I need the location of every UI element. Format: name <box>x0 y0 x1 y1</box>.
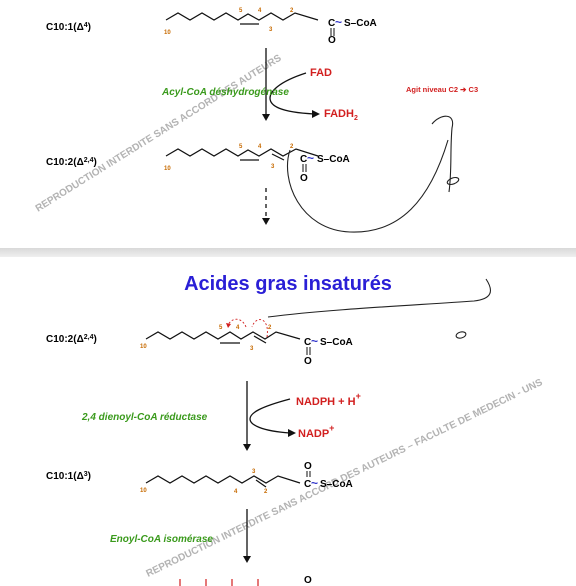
bottom2-c4-number: 4 <box>234 489 238 495</box>
bottom-c3-number: 3 <box>250 346 254 352</box>
top-carbonyl-c: C <box>328 18 335 29</box>
bottom-c5-number: 5 <box>219 325 223 331</box>
bottom-thioester1: S–CoA <box>320 337 353 348</box>
bottom-carbonyl-c: C <box>304 337 311 348</box>
top2-c10-number: 10 <box>164 166 171 172</box>
bottom-c2-number: 2 <box>268 325 272 331</box>
top2-c4-number: 4 <box>258 144 262 150</box>
top-c10-number: 10 <box>164 30 171 36</box>
slide-separator <box>0 248 576 257</box>
handwritten-hook <box>431 115 454 193</box>
bottom-oxygen3: O <box>304 575 312 586</box>
bottom-oxygen2: O <box>304 461 312 472</box>
bottom-c10-number: 10 <box>140 344 147 350</box>
nadph-label: NADPH + H+ <box>296 391 361 408</box>
bottom-compound1-label: C10:2(Δ2,4) <box>46 334 97 345</box>
bottom2-c10-number: 10 <box>140 488 147 494</box>
bottom-carbonyl-c2: C <box>304 479 311 490</box>
enoyl-coa-isomerase-label: Enoyl-CoA isomérase <box>110 534 213 545</box>
fad-curve <box>269 72 315 115</box>
top-diagram: REPRODUCTION INTERDITE SANS ACCORD DES A… <box>34 8 478 233</box>
bottom-thioester2: S–CoA <box>320 479 353 490</box>
top-oxygen2: O <box>300 173 308 184</box>
bottom-compound2-label: C10:1(Δ3) <box>46 471 91 482</box>
handwritten-stroke-bottom <box>267 278 492 318</box>
bottom2-c2-number: 2 <box>264 489 268 495</box>
fadh2-label: FADH2 <box>324 108 358 122</box>
bottom-chain1 <box>145 331 301 340</box>
top2-tilde: ~ <box>307 151 314 165</box>
top-thioester1: S–CoA <box>344 18 377 29</box>
top-tilde: ~ <box>335 15 342 29</box>
bottom-c4-number: 4 <box>236 325 240 331</box>
note-c2-c3: Agit niveau C2 ➔ C3 <box>406 85 478 94</box>
slide-bottom: REPRODUCTION INTERDITE SANS ACCORD DES A… <box>0 257 576 586</box>
top-thioester2: S–CoA <box>317 154 350 165</box>
top-c5-number: 5 <box>239 8 243 14</box>
fad-label: FAD <box>310 67 332 79</box>
dienoyl-coa-reductase-label: 2,4 dienoyl-CoA réductase <box>81 412 208 423</box>
bottom-oxygen1: O <box>304 356 312 367</box>
top-chain2 <box>165 148 319 157</box>
bottom-diagram: REPRODUCTION INTERDITE SANS ACCORD DES A… <box>46 273 545 586</box>
watermark-top: REPRODUCTION INTERDITE SANS ACCORD DES A… <box>34 53 284 215</box>
top-compound2-label: C10:2(Δ2,4) <box>46 157 97 168</box>
handwritten-curve <box>286 139 449 233</box>
slide-top: REPRODUCTION INTERDITE SANS ACCORD DES A… <box>0 0 576 248</box>
top2-c3-number: 3 <box>271 164 275 170</box>
top2-c5-number: 5 <box>239 144 243 150</box>
top-oxygen1: O <box>328 35 336 46</box>
top-c3-number: 3 <box>269 27 273 33</box>
top2-c2-number: 2 <box>290 144 294 150</box>
bottom-chain2 <box>145 475 301 484</box>
acyl-coa-dehydrogenase-label: Acyl-CoA déshydrogénase <box>161 87 289 98</box>
section-title: Acides gras insaturés <box>184 273 392 295</box>
top2-carbonyl-c: C <box>300 154 307 165</box>
top-c4-number: 4 <box>258 8 262 14</box>
top-compound1-label: C10:1(Δ4) <box>46 22 91 33</box>
nadp-label: NADP+ <box>298 423 334 440</box>
bottom-tilde: ~ <box>311 334 318 348</box>
bottom2-tilde: ~ <box>311 476 318 490</box>
top-chain1 <box>165 12 319 21</box>
bottom2-c3-number: 3 <box>252 469 256 475</box>
top-c2-number: 2 <box>290 8 294 14</box>
